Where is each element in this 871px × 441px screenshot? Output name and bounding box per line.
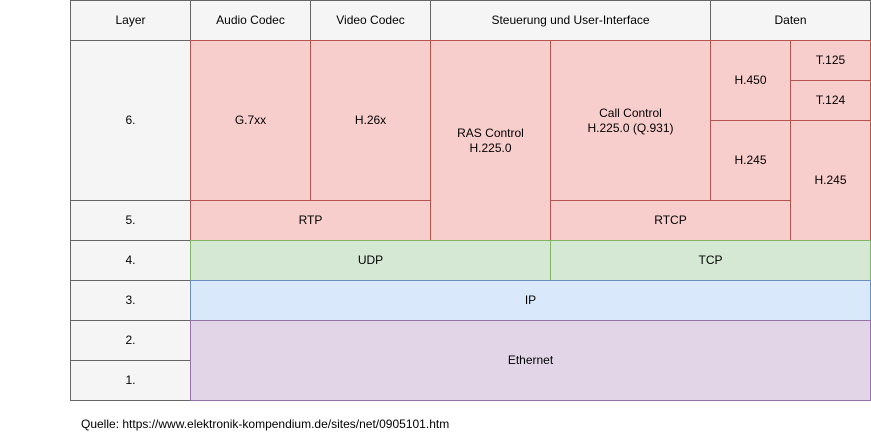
header-video-codec: Video Codec (310, 0, 431, 41)
layer-5: 5. (70, 200, 191, 241)
h245-data-cell: H.245 (790, 120, 871, 241)
layer-4: 4. (70, 240, 191, 281)
ip-cell: IP (190, 280, 871, 321)
call-control-cell: Call Control H.225.0 (Q.931) (550, 40, 711, 201)
header-layer: Layer (70, 0, 191, 41)
t125-cell: T.125 (790, 40, 871, 81)
layer-6: 6. (70, 40, 191, 201)
header-audio-codec: Audio Codec (190, 0, 311, 41)
rtp-cell: RTP (190, 200, 431, 241)
ethernet-cell: Ethernet (190, 320, 871, 401)
rtcp-cell: RTCP (550, 200, 791, 241)
tcp-cell: TCP (550, 240, 871, 281)
udp-cell: UDP (190, 240, 551, 281)
h245-control-cell: H.245 (710, 120, 791, 201)
header-control: Steuerung und User-Interface (430, 0, 711, 41)
h450-cell: H.450 (710, 40, 791, 121)
layer-2: 2. (70, 320, 191, 361)
source-note: Quelle: https://www.elektronik-kompendiu… (81, 417, 450, 431)
h26x-cell: H.26x (310, 40, 431, 201)
t124-cell: T.124 (790, 80, 871, 121)
header-data: Daten (710, 0, 871, 41)
ras-control-cell: RAS Control H.225.0 (430, 40, 551, 241)
layer-3: 3. (70, 280, 191, 321)
g7xx-cell: G.7xx (190, 40, 311, 201)
layer-1: 1. (70, 360, 191, 401)
